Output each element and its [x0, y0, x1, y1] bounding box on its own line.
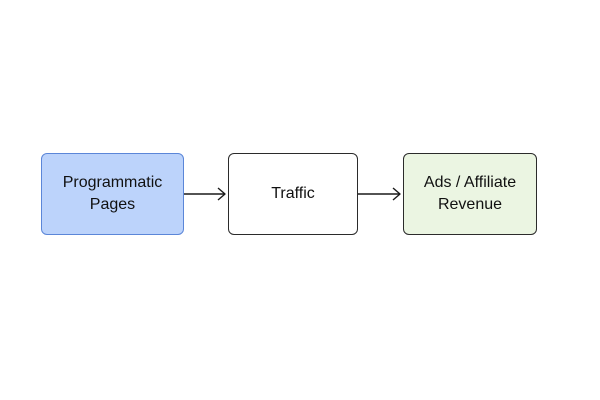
node-label: Traffic — [271, 185, 315, 202]
node-traffic: Traffic — [228, 153, 358, 235]
edge-programmatic-pages-to-traffic — [184, 187, 226, 201]
node-label: Ads / Affiliate Revenue — [423, 174, 517, 213]
node-ads-affiliate-revenue: Ads / Affiliate Revenue — [403, 153, 537, 235]
edge-traffic-to-revenue — [358, 187, 401, 201]
node-label: Programmatic Pages — [62, 174, 163, 213]
node-programmatic-pages: Programmatic Pages — [41, 153, 184, 235]
